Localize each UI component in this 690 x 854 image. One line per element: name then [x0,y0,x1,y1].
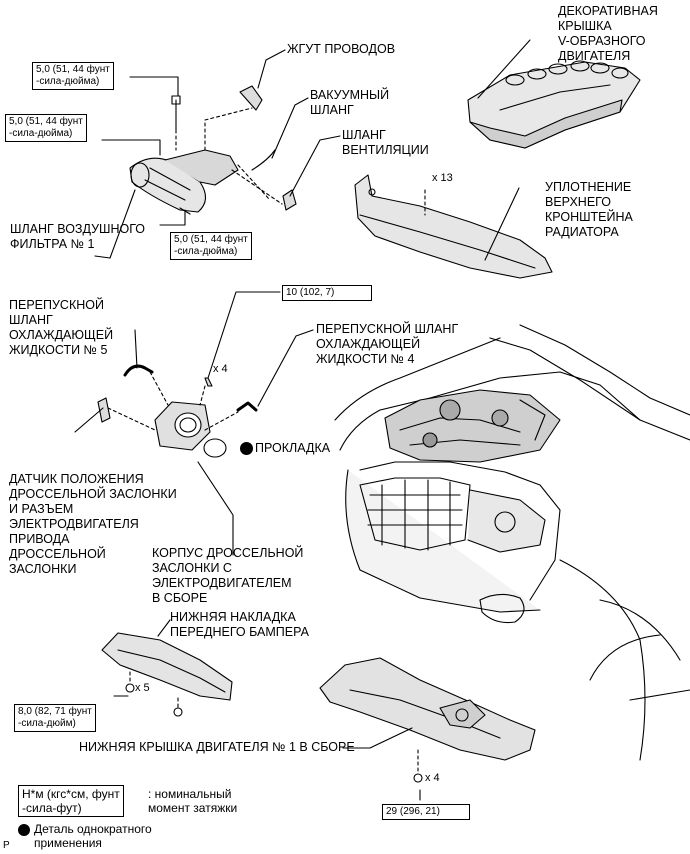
assembly-guides-upper [175,107,426,216]
label-gasket: ПРОКЛАДКА [255,441,331,455]
torque-box-1: 5,0 (51, 44 фунт -сила-дюйма) [32,62,114,90]
legend-torque-unit-description: : номинальный момент затяжки [148,787,238,815]
bumper-cover-drawing [101,632,233,717]
label-bumper-cover: НИЖНЯЯ НАКЛАДКА ПЕРЕДНЕГО БАМПЕРА [170,610,309,639]
torque-box-3: 5,0 (51, 44 фунт -сила-дюйма) [170,232,252,260]
torque-box-4: 10 (102, 7) [282,285,372,301]
torque-box-2: 5,0 (51, 44 фунт -сила-дюйма) [5,114,87,142]
label-radiator-seal: УПЛОТНЕНИЕ ВЕРХНЕГО КРОНШТЕЙНА РАДИАТОРА [545,180,633,239]
label-v-engine-cover: ДЕКОРАТИВНАЯ КРЫШКА V-ОБРАЗНОГО ДВИГАТЕЛ… [558,4,658,63]
v-engine-cover-drawing [467,60,641,149]
engine-under-cover-drawing [319,657,536,783]
quantity-4-throttle: x 4 [213,363,228,375]
label-throttle-sensor: ДАТЧИК ПОЛОЖЕНИЯ ДРОССЕЛЬНОЙ ЗАСЛОНКИ И … [9,472,177,576]
label-engine-under-cover: НИЖНЯЯ КРЫШКА ДВИГАТЕЛЯ № 1 В СБОРЕ [79,740,355,754]
throttle-body-drawing [97,364,258,458]
quantity-5: x 5 [135,682,150,694]
quantity-13: x 13 [432,172,453,184]
label-vacuum-hose: ВАКУУМНЫЙ ШЛАНГ [310,88,390,117]
torque-box-6: 29 (296, 21) [382,804,470,820]
label-wire-harness: ЖГУТ ПРОВОДОВ [287,42,396,56]
vehicle-front-drawing [334,324,690,761]
assembly-guides-throttle [107,371,239,431]
legend-torque-unit-box: Н*м (кгс*см, фунт -сила-фут) [18,785,124,817]
assembly-guides-bumper [129,671,179,709]
label-coolant-bypass-hose-5: ПЕРЕПУСКНОЙ ШЛАНГ ОХЛАЖДАЮЩЕЙ ЖИДКОСТИ №… [9,298,114,357]
quantity-4-under-cover: x 4 [425,772,440,784]
legend-single-use-marker [18,824,30,836]
torque-box-5: 8,0 (82, 71 фунт -сила-дюйм) [14,704,96,732]
legend-single-use-text: Деталь однократного применения [34,822,152,850]
label-coolant-bypass-hose-4: ПЕРЕПУСКНОЙ ШЛАНГ ОХЛАЖДАЮЩЕЙ ЖИДКОСТИ №… [316,322,459,366]
label-throttle-body: КОРПУС ДРОССЕЛЬНОЙ ЗАСЛОНКИ С ЭЛЕКТРОДВИ… [152,546,304,605]
radiator-seal-drawing [354,174,553,279]
label-air-filter-hose: ШЛАНГ ВОЗДУШНОГО ФИЛЬТРА № 1 [10,222,146,251]
corner-mark: P [3,840,10,851]
air-filter-hose-drawing [129,85,297,215]
label-ventilation-hose: ШЛАНГ ВЕНТИЛЯЦИИ [342,128,429,157]
single-use-marker-gasket [240,442,253,455]
leader-lines [74,39,531,801]
